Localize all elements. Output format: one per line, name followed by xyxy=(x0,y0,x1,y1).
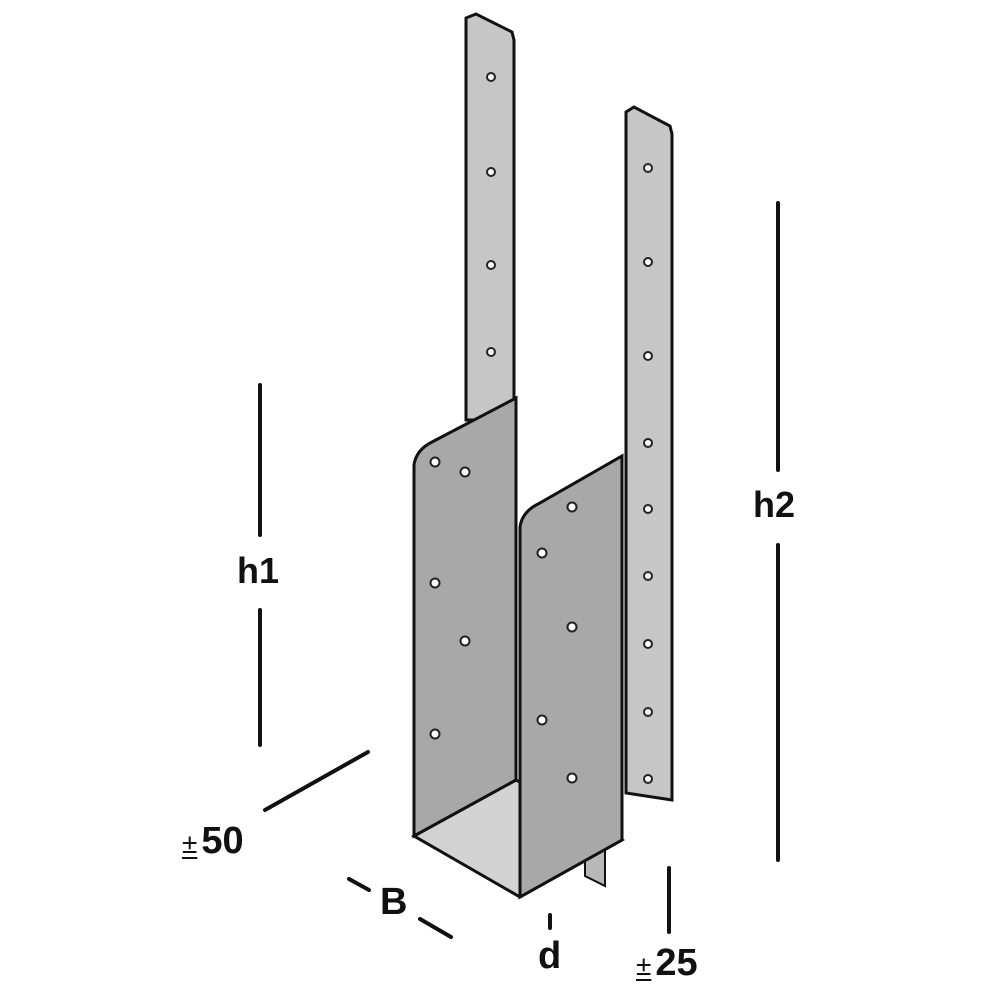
dimension-label-tolerance-50: ±50 xyxy=(182,822,244,860)
dimension-label-tolerance-25: ±25 xyxy=(636,944,698,982)
tolerance-50-value: 50 xyxy=(201,820,244,862)
front-side-plate xyxy=(518,453,624,900)
dimension-lines xyxy=(258,201,780,939)
plus-minus-sign: ± xyxy=(182,828,198,859)
plus-minus-sign: ± xyxy=(636,950,652,981)
dimension-label-h1: h1 xyxy=(237,550,280,591)
tolerance-25-value: 25 xyxy=(655,942,698,984)
dimension-label-b: B xyxy=(380,881,408,923)
left-side-plate xyxy=(412,395,518,839)
dimension-label-d: d xyxy=(538,935,562,977)
dimension-label-h2: h2 xyxy=(753,484,796,525)
left-tall-strap xyxy=(464,12,516,422)
right-tall-strap xyxy=(624,105,674,802)
